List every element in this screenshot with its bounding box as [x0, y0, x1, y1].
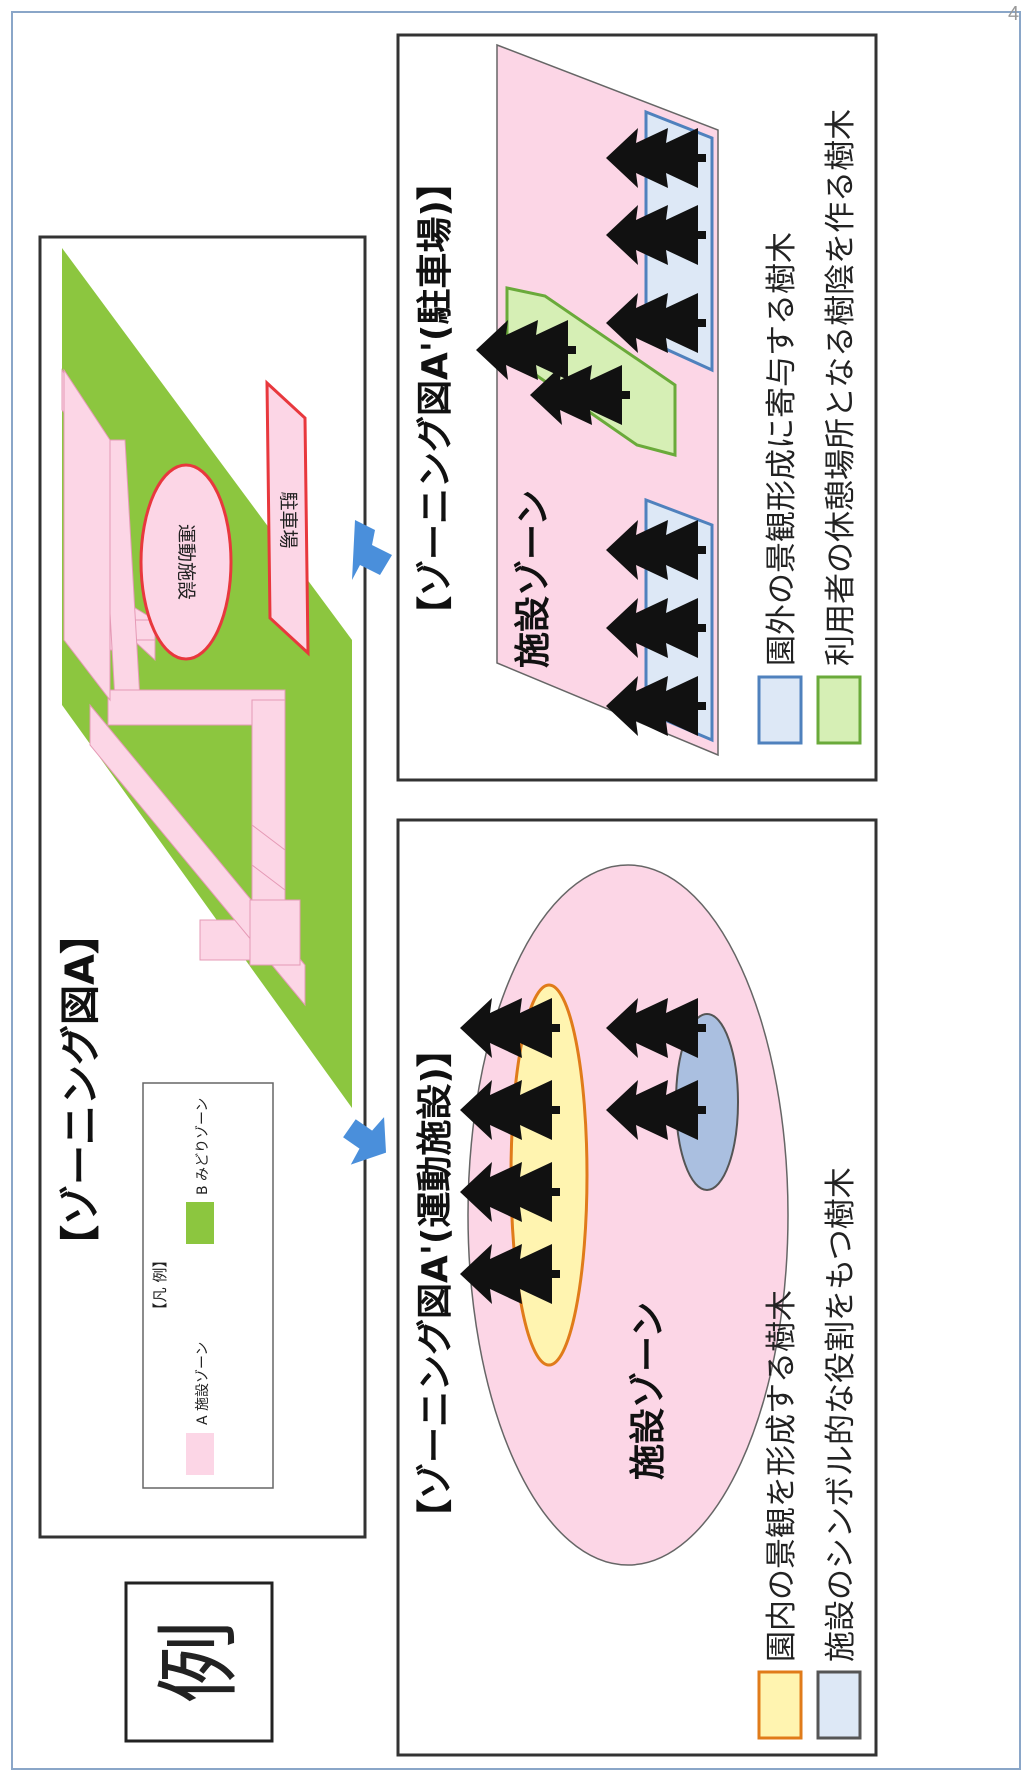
- arrow-to-sports: [343, 1117, 387, 1165]
- parking-label: 駐車場: [277, 491, 299, 548]
- parking-legend: 園外の景観形成に寄与する樹木 利用者の休憩場所となる樹陰を作る樹木: [757, 109, 862, 745]
- arrow-to-parking: [352, 520, 392, 580]
- legend-a-label: A 施設ゾーン: [195, 1342, 211, 1425]
- zoning-a-panel: 【ゾーニング図A】 【凡 例】 A 施設ゾーン B みどりゾーン: [38, 235, 367, 1539]
- example-label-box: 例: [124, 1581, 274, 1743]
- zoning-sports-title: 【ゾーニング図A'(運動施設)】: [415, 1031, 456, 1535]
- legend-gray-swatch: [816, 1670, 862, 1740]
- facility-path-lower: [249, 899, 301, 966]
- zoning-a-title: 【ゾーニング図A】: [58, 914, 104, 1265]
- page-number: 4: [1008, 3, 1019, 25]
- parking-zone-label: 施設ゾーン: [513, 490, 554, 668]
- legend-green-swatch: [816, 675, 862, 745]
- sports-legend: 園内の景観を形成する樹木 施設のシンボル的な役割をもつ樹木: [757, 1167, 862, 1740]
- parking-area: [265, 379, 310, 657]
- example-label: 例: [150, 1620, 248, 1704]
- legend-b-swatch: [186, 1202, 214, 1244]
- sports-legend-1: 園内の景観を形成する樹木: [764, 1290, 800, 1662]
- legend-yellow-swatch: [757, 1670, 803, 1740]
- sports-facility-area: [139, 463, 233, 661]
- parking-legend-1: 園外の景観形成に寄与する樹木: [764, 232, 800, 666]
- legend-b-label: B みどりゾーン: [195, 1098, 211, 1195]
- zoning-parking-panel: 【ゾーニング図A'(駐車場)】 施設ゾーン 園外の景観形成に寄与する樹木 利用者…: [396, 33, 878, 782]
- facility-path-upper: [63, 368, 111, 702]
- zoning-sports-panel: 【ゾーニング図A'(運動施設)】 施設ゾーン 園内の景観を形成する樹木 施設のシ…: [396, 818, 878, 1757]
- sports-facility-label: 運動施設: [175, 524, 197, 600]
- legend-blue-swatch: [757, 675, 803, 745]
- legend-a-swatch: [186, 1433, 214, 1475]
- sports-zone-label: 施設ゾーン: [628, 1302, 669, 1480]
- sports-legend-2: 施設のシンボル的な役割をもつ樹木: [823, 1167, 859, 1662]
- zoning-parking-title: 【ゾーニング図A'(駐車場)】: [415, 164, 456, 632]
- parking-legend-2: 利用者の休憩場所となる樹陰を作る樹木: [823, 109, 859, 666]
- legend-title: 【凡 例】: [151, 1253, 169, 1318]
- zoning-a-legend: 【凡 例】 A 施設ゾーン B みどりゾーン: [142, 1082, 274, 1489]
